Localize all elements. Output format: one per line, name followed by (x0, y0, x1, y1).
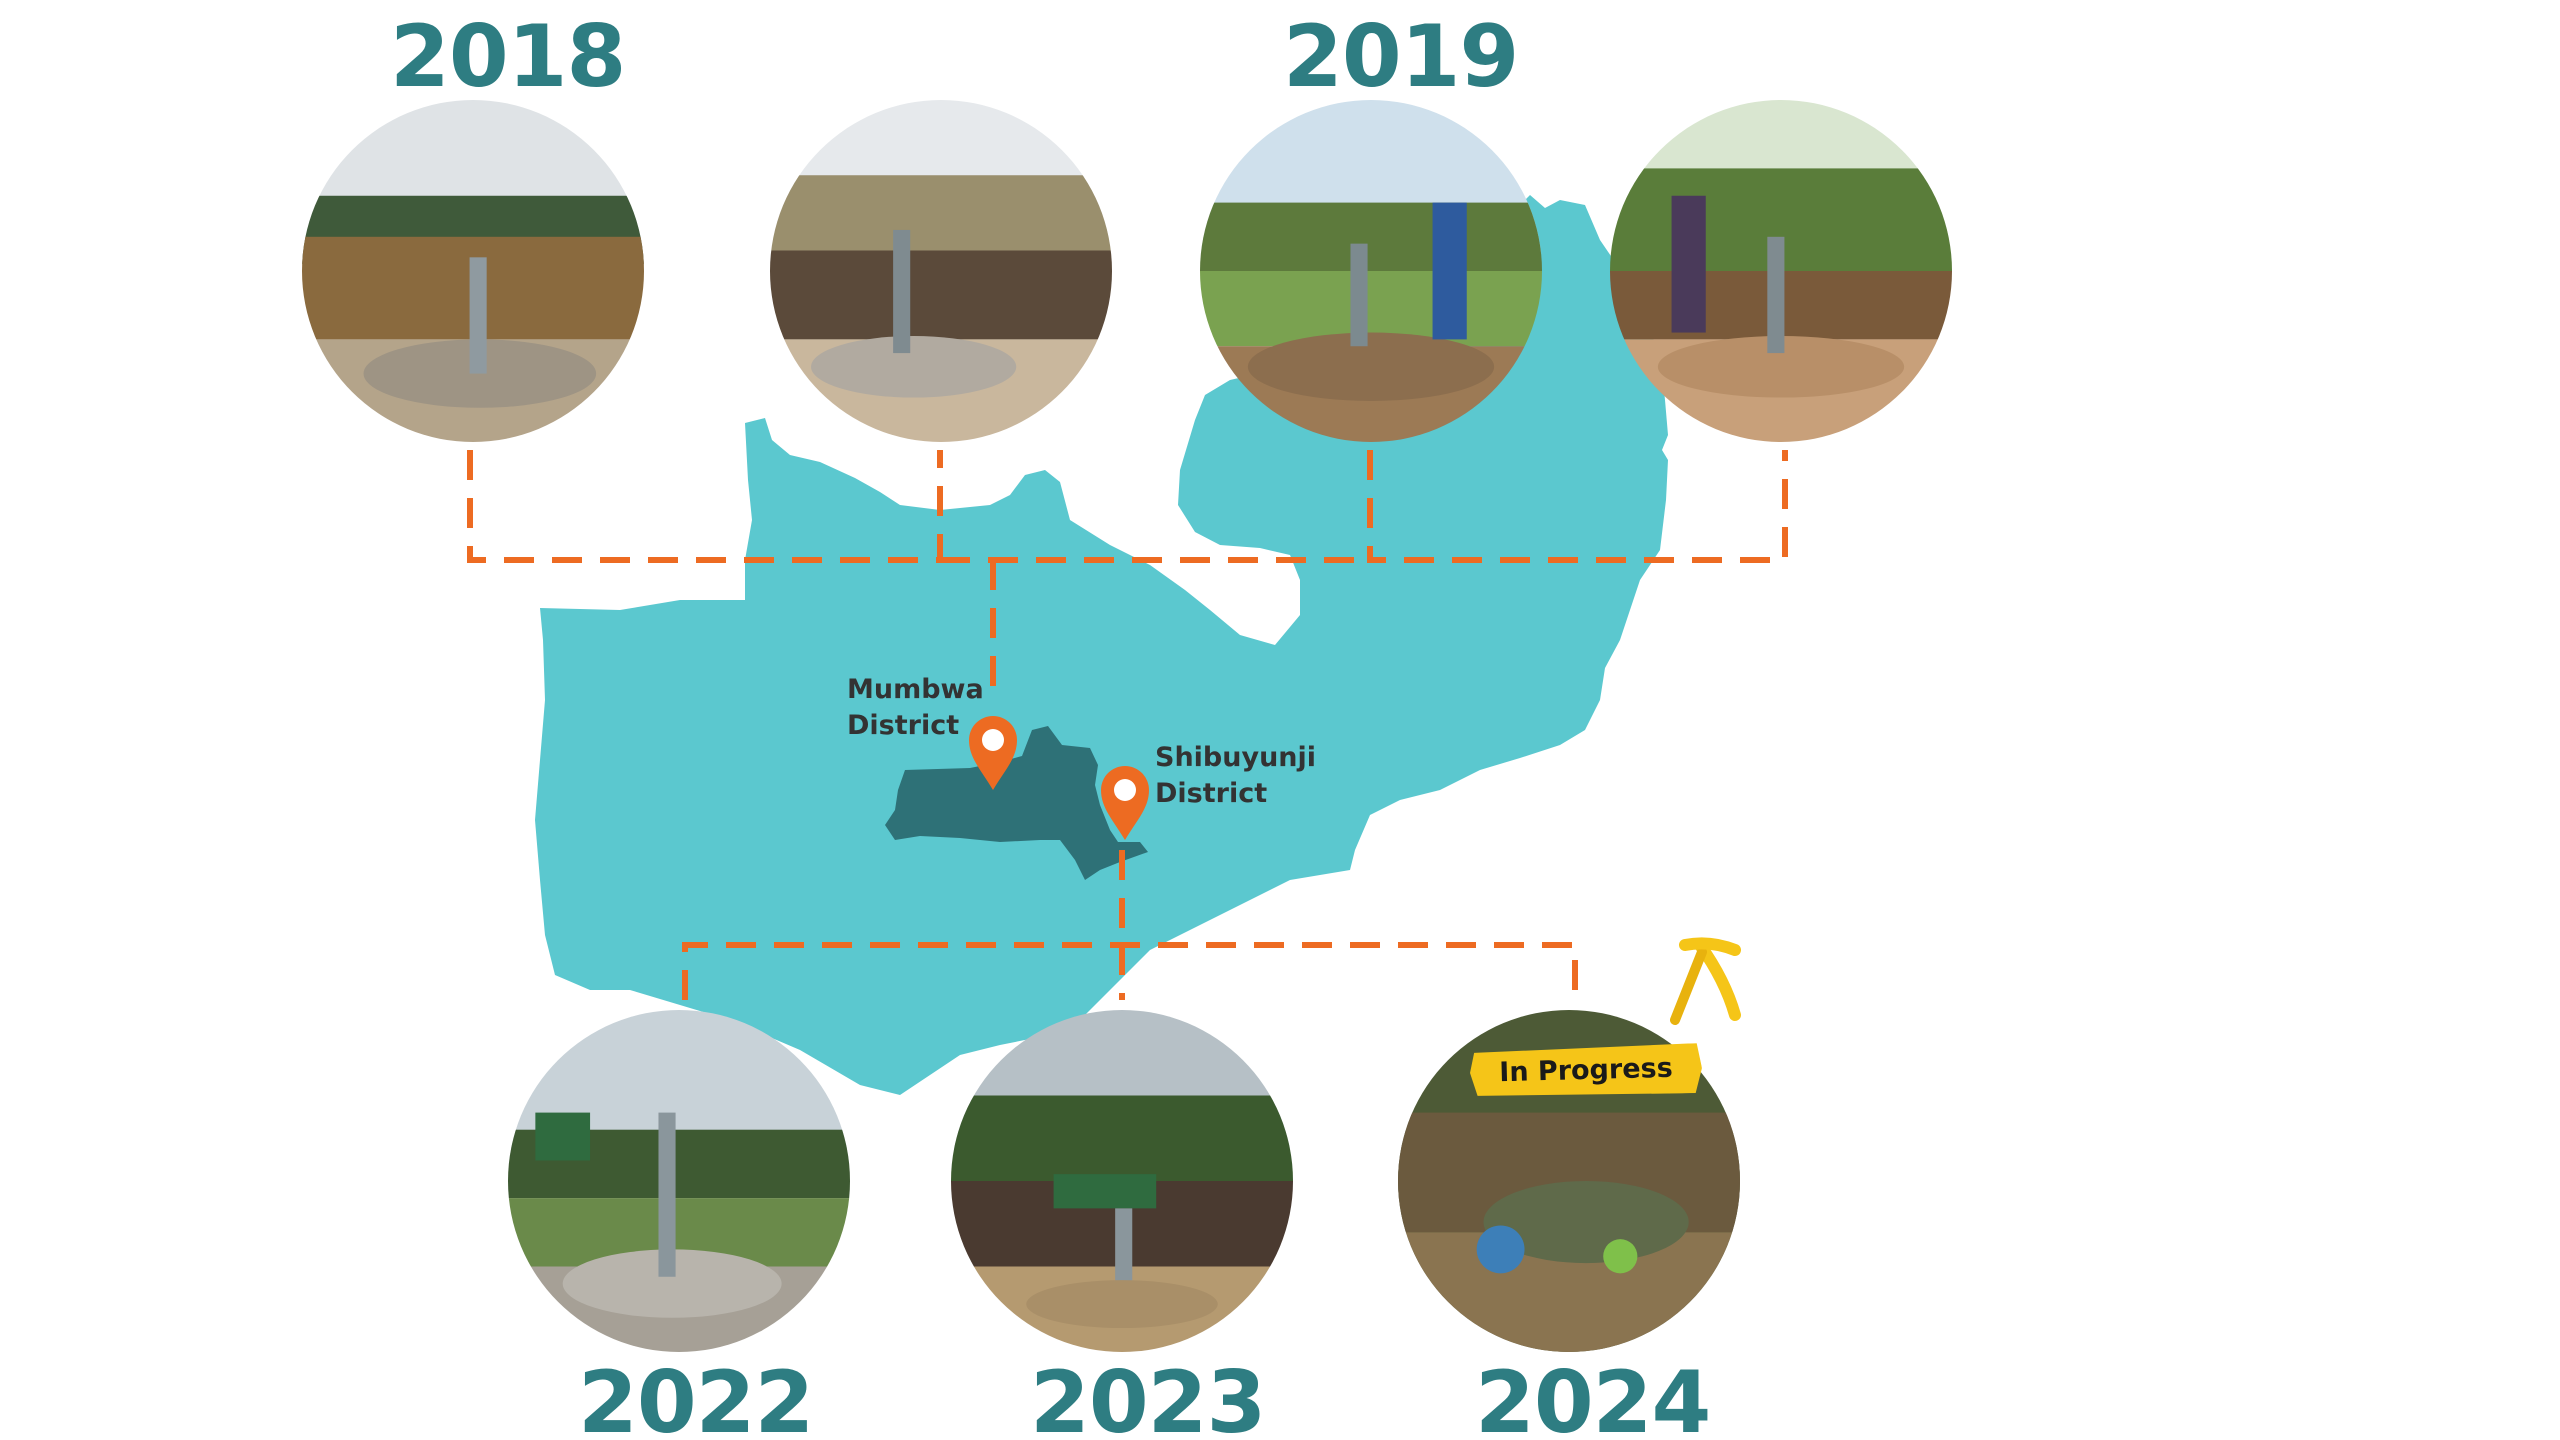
year-label-2023: 2023 (1030, 1353, 1266, 1440)
shibuyunji-label-line1: Shibuyunji (1155, 742, 1317, 773)
project-photo-2018-b[interactable] (770, 100, 1112, 442)
connector-top-2018-a (467, 450, 943, 563)
year-label-2019: 2019 (1283, 7, 1519, 107)
connector-top-2019 (1367, 450, 1788, 563)
shibuyunji-label-line2: District (1155, 778, 1268, 809)
project-photo-2019-b[interactable] (1610, 100, 1952, 442)
year-label-2018: 2018 (390, 7, 626, 107)
shibuyunji-district-label: Shibuyunji District (1155, 740, 1316, 812)
project-photo-2019-a[interactable] (1200, 100, 1542, 442)
mumbwa-label-line2: District (847, 710, 960, 741)
year-label-2022: 2022 (578, 1353, 814, 1440)
district-shape (885, 726, 1148, 880)
connector-bottom (682, 942, 1578, 1005)
project-photo-2022[interactable] (508, 1010, 850, 1352)
timeline-connectors (467, 450, 1788, 1005)
shibuyunji-pin-icon[interactable] (1101, 766, 1149, 840)
project-photo-2018-a[interactable] (302, 100, 644, 442)
mumbwa-label-line1: Mumbwa (847, 674, 984, 705)
year-label-2024: 2024 (1475, 1353, 1711, 1440)
mumbwa-district-label: Mumbwa District (847, 672, 984, 744)
project-photo-2023[interactable] (951, 1010, 1293, 1352)
mumbwa-pin-icon[interactable] (969, 716, 1017, 790)
pickaxe-icon (1670, 937, 1741, 1025)
